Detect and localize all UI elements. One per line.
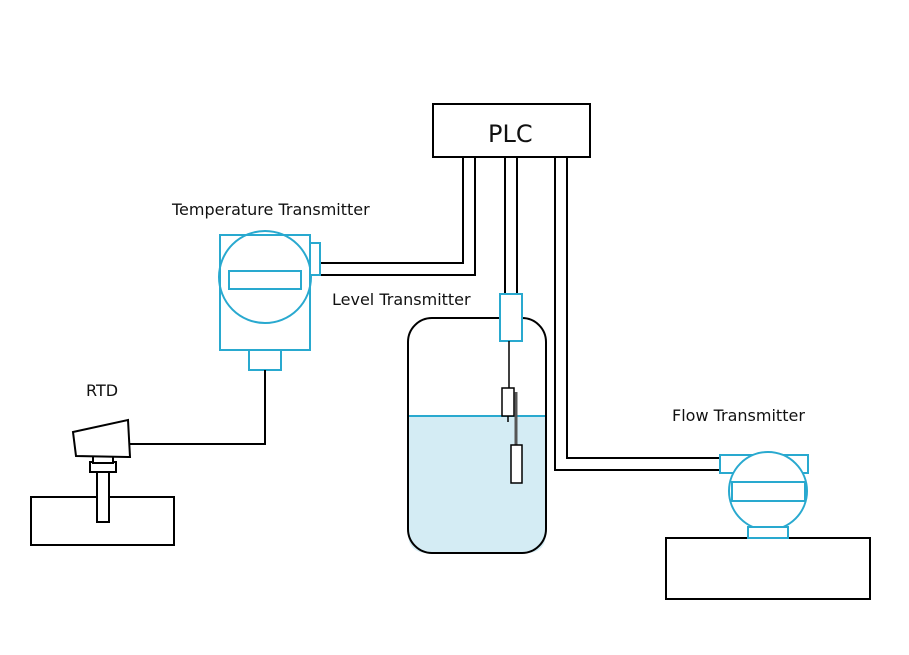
flow-pipe-block [665,537,871,600]
level-signal-cable [504,157,518,295]
level-transmitter-label: Level Transmitter [332,290,471,309]
storage-tank [407,317,547,554]
flow-transmitter-neck [747,526,789,539]
plc-label: PLC [488,120,533,148]
temperature-transmitter [218,230,321,371]
flow-transmitter-label: Flow Transmitter [672,406,805,425]
rtd-signal-wire [130,370,266,445]
temperature-transmitter-label: Temperature Transmitter [172,200,370,219]
level-transmitter [499,293,523,484]
flow-transmitter [719,451,809,539]
plc-controller [432,103,591,158]
rtd-sensor [30,418,175,546]
temperature-signal-cable [320,157,476,276]
flow-signal-cable [554,157,720,471]
rtd-label: RTD [86,381,119,400]
